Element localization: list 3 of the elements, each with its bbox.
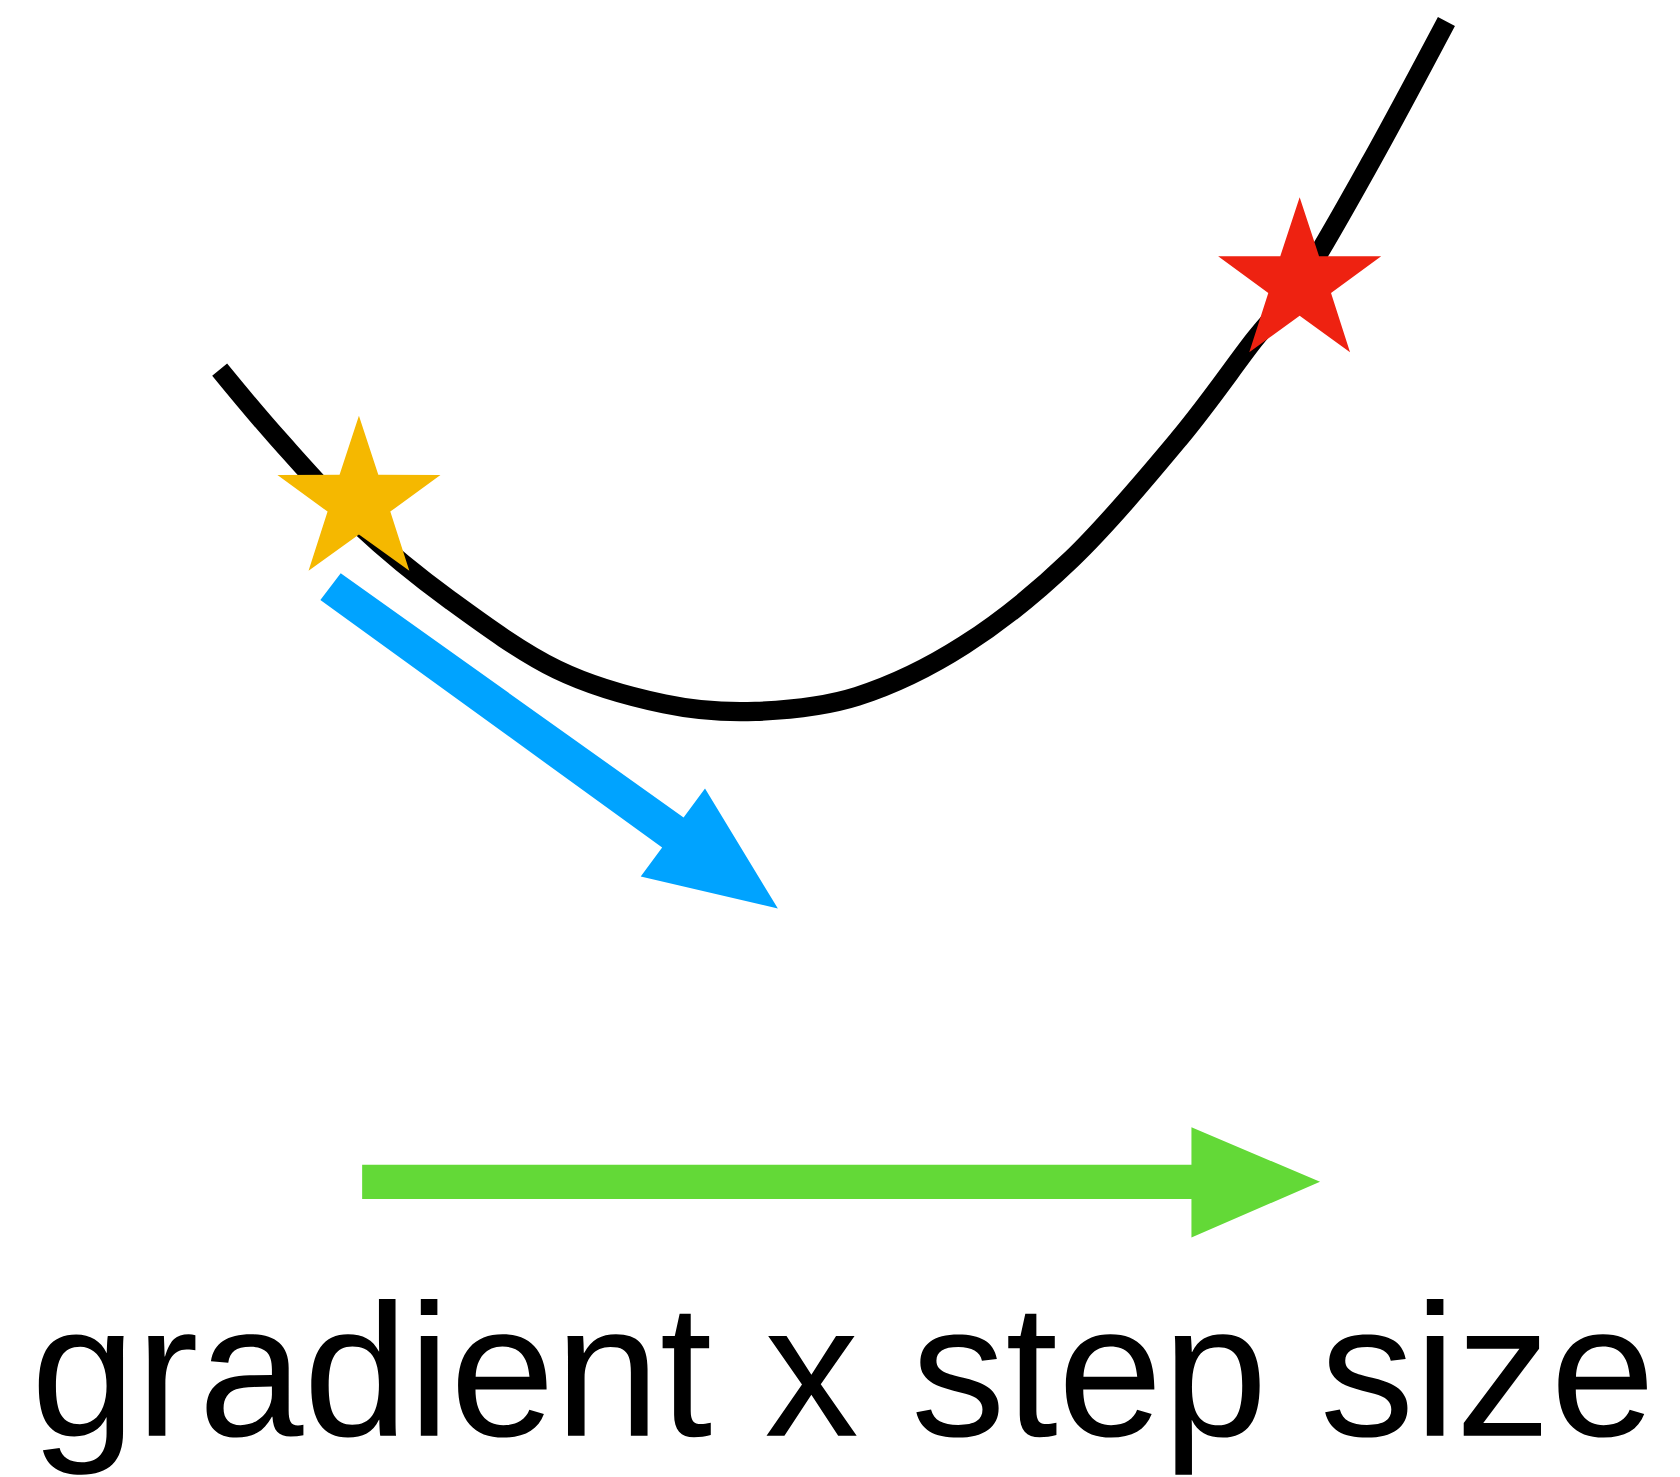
- axis-label: gradient x step size: [38, 1298, 1647, 1475]
- star-marker: [277, 415, 441, 571]
- star-marker: [1218, 196, 1382, 352]
